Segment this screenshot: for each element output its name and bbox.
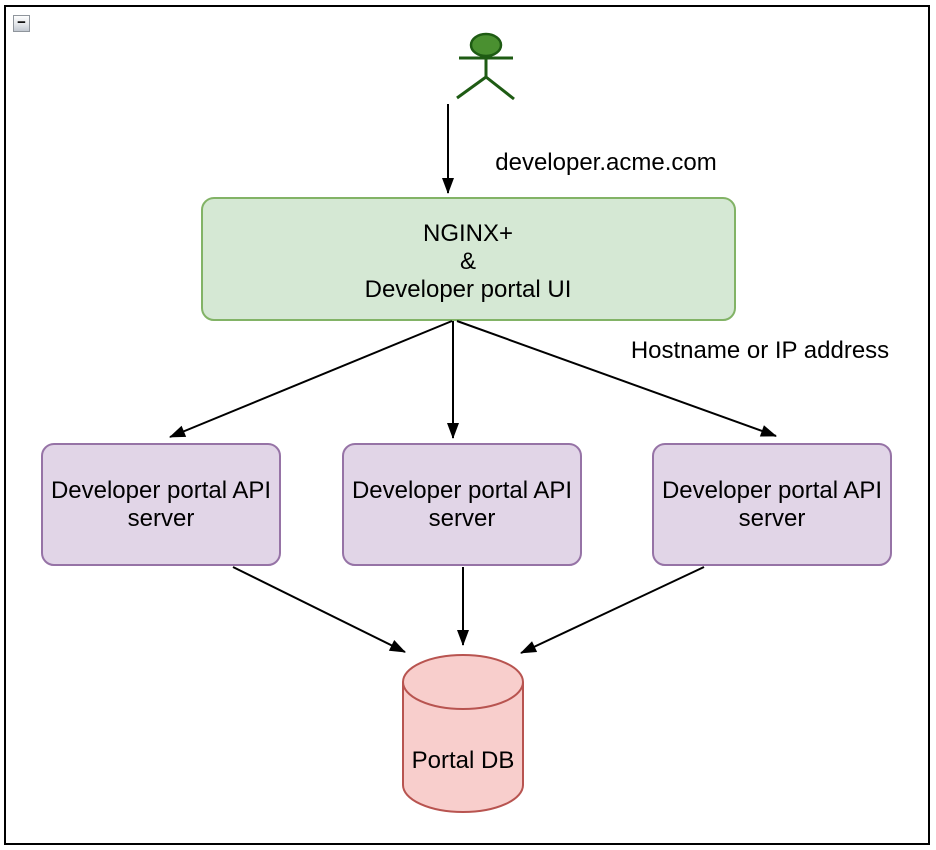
node-portal-db[interactable]: Portal DB: [402, 654, 524, 813]
node-db-label: Portal DB: [412, 747, 515, 774]
edge-nginx-to-api-right[interactable]: [456, 320, 777, 437]
node-api-left-label-line2: server: [128, 505, 195, 532]
db-cylinder-icon: [402, 654, 524, 813]
collapse-minus-icon: −: [17, 14, 26, 31]
node-api-server-right[interactable]: Developer portal API server: [652, 443, 892, 566]
node-api-server-middle[interactable]: Developer portal API server: [342, 443, 582, 566]
edge-api-left-to-db[interactable]: [232, 566, 406, 653]
node-api-right-label-line1: Developer portal API: [662, 477, 882, 504]
node-api-right-label-line2: server: [739, 505, 806, 532]
node-api-server-left[interactable]: Developer portal API server: [41, 443, 281, 566]
node-nginx-portal-ui[interactable]: NGINX+ & Developer portal UI: [201, 197, 736, 321]
actor-head-icon: [469, 32, 503, 58]
node-api-middle-label-line2: server: [429, 505, 496, 532]
node-api-middle-label-line1: Developer portal API: [352, 477, 572, 504]
edge-label-hostname: Hostname or IP address: [631, 337, 889, 364]
db-cylinder-top-arc: [402, 681, 524, 710]
user-actor[interactable]: [456, 32, 515, 101]
edge-nginx-to-api-left[interactable]: [169, 320, 453, 438]
node-nginx-label-line3: Developer portal UI: [365, 276, 572, 303]
actor-left-leg: [456, 75, 487, 100]
collapse-button[interactable]: −: [13, 15, 30, 32]
node-nginx-label-line2: &: [460, 248, 476, 275]
edge-label-domain: developer.acme.com: [495, 149, 716, 176]
node-nginx-label-line1: NGINX+: [423, 220, 513, 247]
actor-right-leg: [485, 75, 515, 101]
node-api-left-label-line1: Developer portal API: [51, 477, 271, 504]
edge-api-right-to-db[interactable]: [520, 566, 705, 654]
